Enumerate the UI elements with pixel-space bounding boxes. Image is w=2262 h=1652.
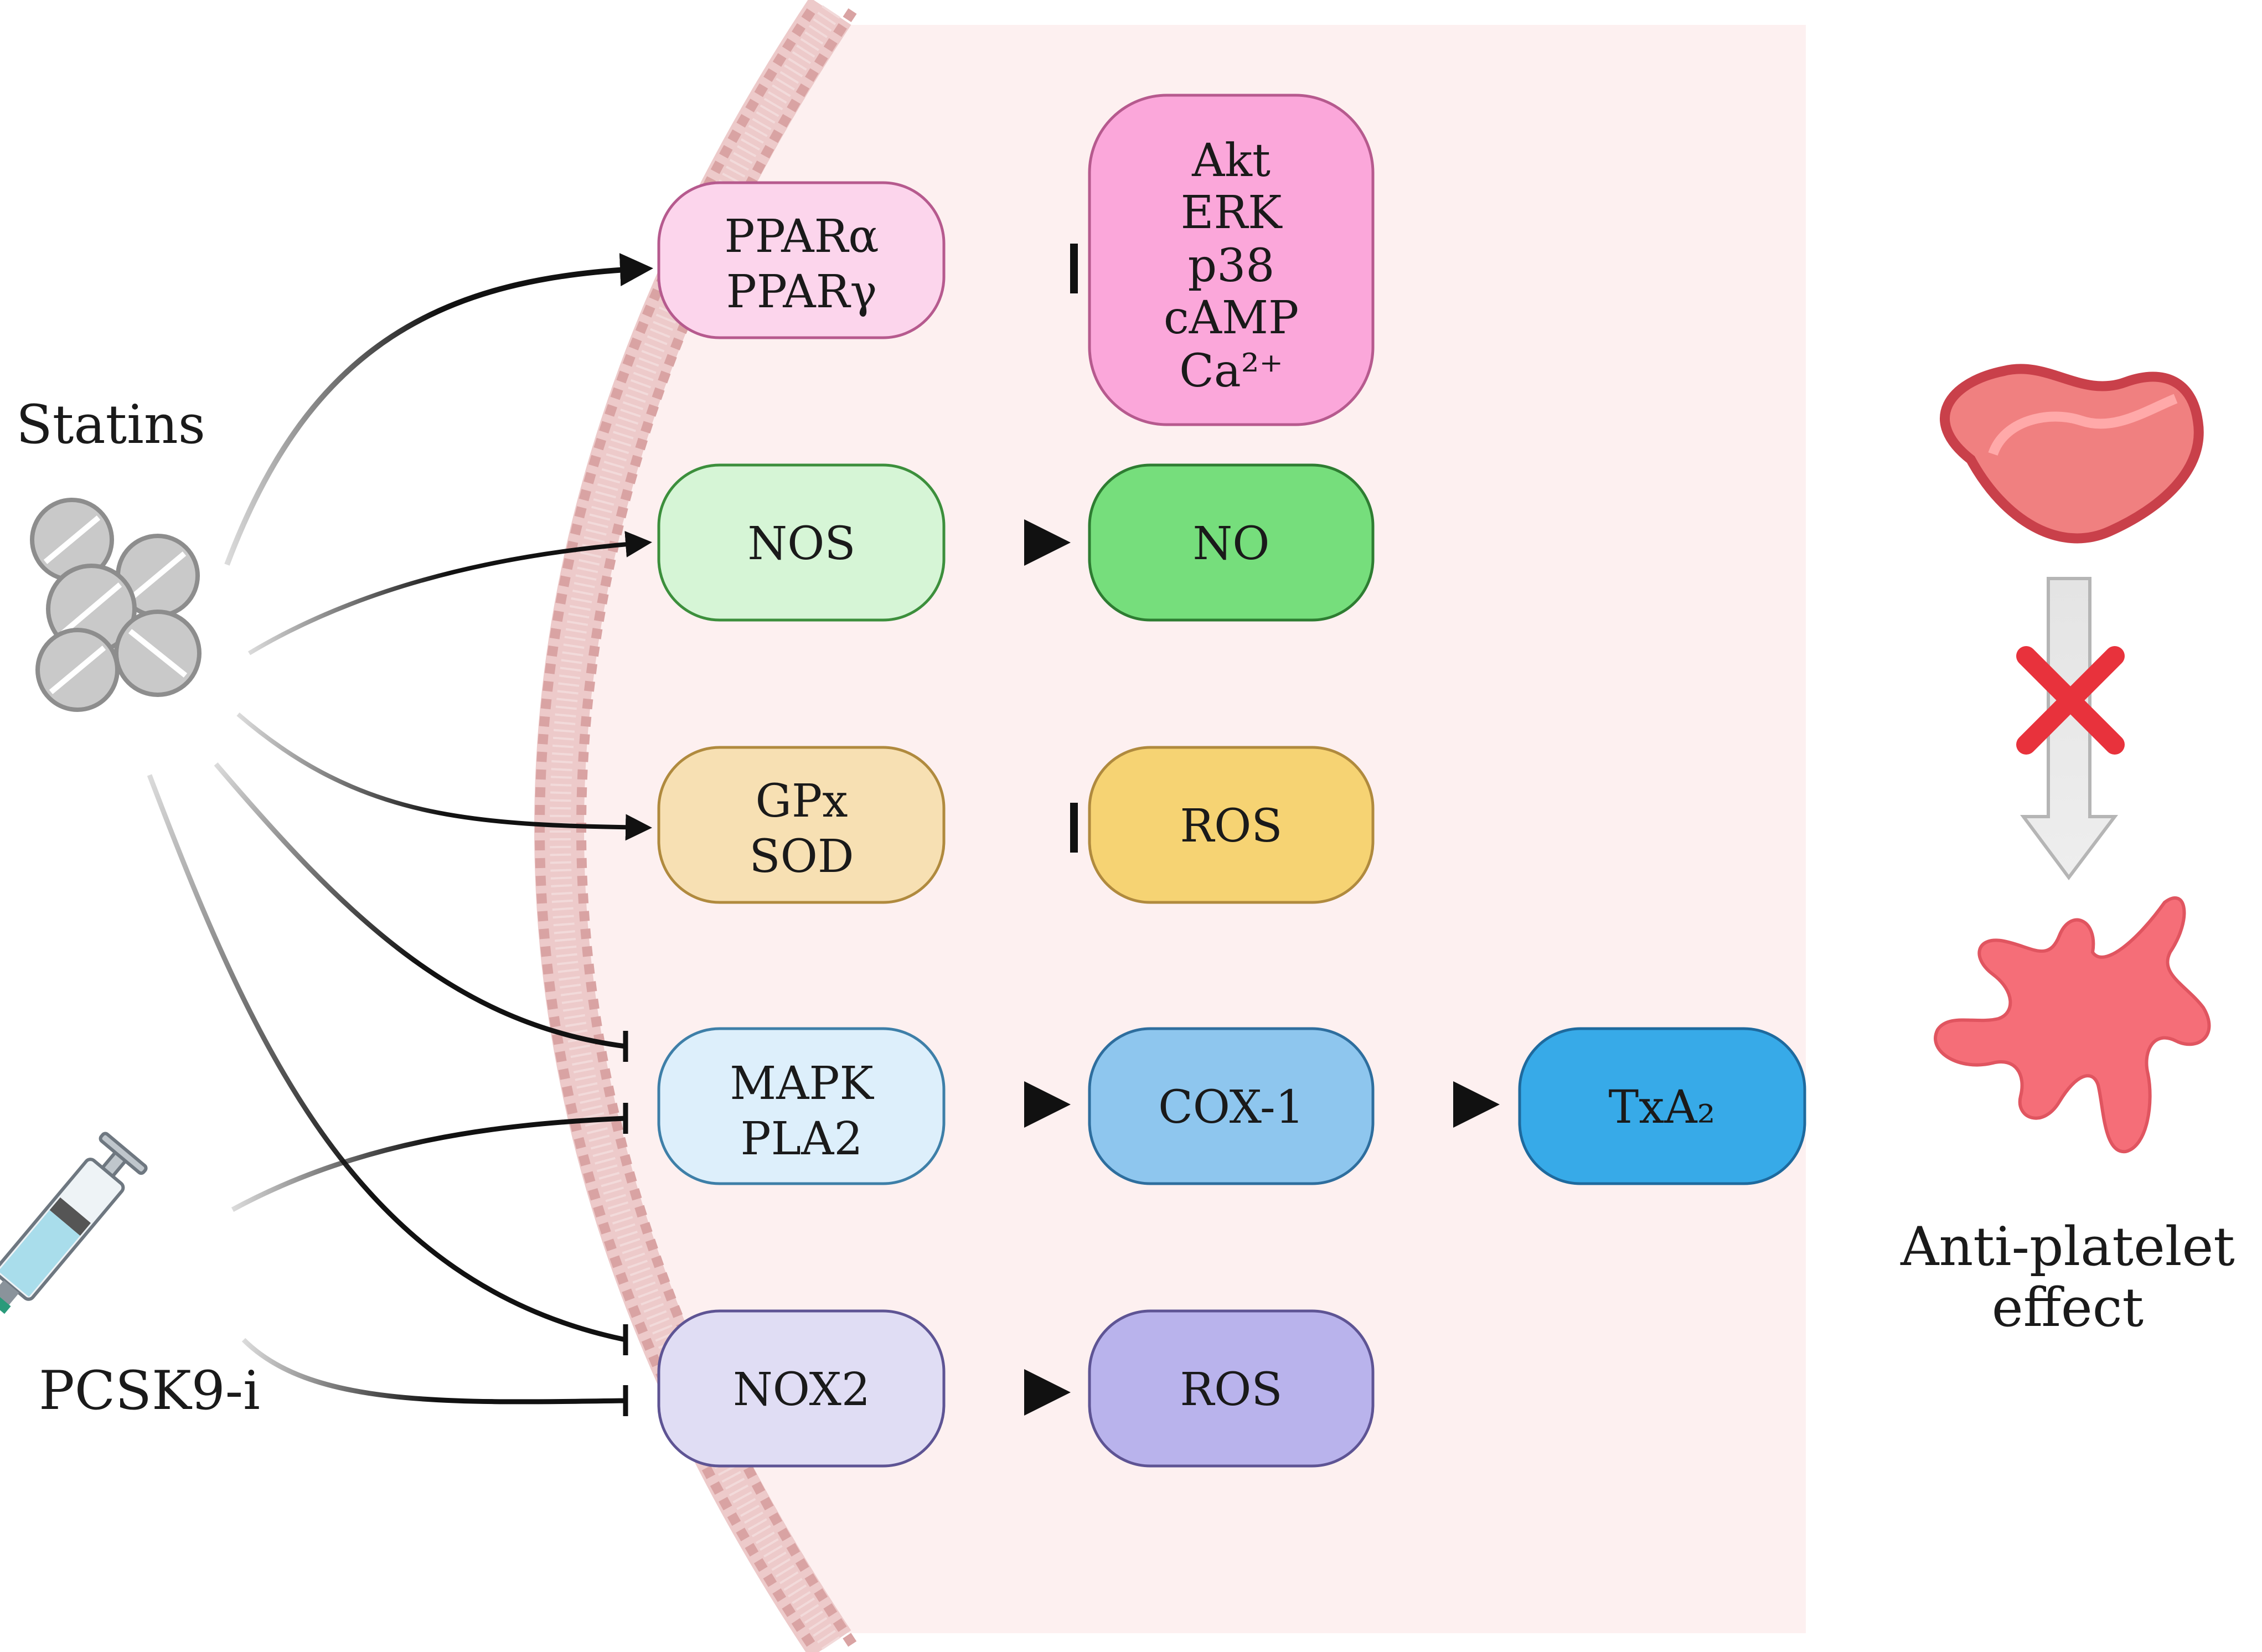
statins-inhibit-mapk bbox=[214, 762, 626, 1049]
pcsk9-inhibit-mapk bbox=[231, 1116, 626, 1212]
effect-label-line-2: effect bbox=[1992, 1277, 2144, 1339]
node-no bbox=[1088, 463, 1375, 622]
node-nox2 bbox=[657, 1309, 946, 1468]
node-txa2 bbox=[1518, 1027, 1806, 1185]
node-nox2-line-1: NOX2 bbox=[733, 1364, 870, 1416]
cross-icon bbox=[2016, 646, 2125, 755]
node-ros-2-line-1: ROS bbox=[1180, 1364, 1282, 1416]
node-txa2-line-1: TxA₂ bbox=[1608, 1081, 1715, 1134]
node-akt-line-2: ERK bbox=[1181, 187, 1283, 239]
resting-platelet-icon bbox=[1940, 364, 2204, 544]
node-akt-line-3: p38 bbox=[1188, 240, 1275, 292]
node-ppar-line-2: PPARγ bbox=[726, 266, 877, 318]
node-gpx-line-2: SOD bbox=[749, 830, 854, 883]
node-ppar-line-1: PPARα bbox=[724, 210, 879, 263]
node-mapk-line-1: MAPK bbox=[730, 1057, 874, 1110]
node-nos bbox=[657, 463, 946, 622]
activated-platelet-icon bbox=[1934, 896, 2211, 1154]
node-akt-line-5: Ca²⁺ bbox=[1179, 345, 1283, 397]
gpx-inhibits-ros bbox=[947, 803, 1078, 853]
ppar-inhibits-akt bbox=[947, 244, 1078, 293]
statins-pills-icon bbox=[30, 498, 202, 712]
node-mapk bbox=[657, 1027, 946, 1185]
statins-inhibit-nox bbox=[147, 774, 626, 1343]
statins-to-ppar-arrow bbox=[224, 253, 653, 566]
node-ppar bbox=[657, 181, 946, 339]
node-ros-1 bbox=[1088, 746, 1375, 904]
effect-label-line-1: Anti-platelet bbox=[1900, 1216, 2235, 1278]
pcsk9-inhibit-nox bbox=[241, 1338, 626, 1405]
node-ros-2 bbox=[1088, 1309, 1375, 1468]
node-cox1-line-1: COX-1 bbox=[1158, 1081, 1304, 1134]
statins-to-gpx-arrow bbox=[236, 712, 652, 841]
statins-label: Statins bbox=[16, 394, 205, 456]
drug-connections bbox=[147, 253, 653, 1416]
node-no-line-1: NO bbox=[1193, 518, 1270, 570]
node-akt-group bbox=[1088, 94, 1375, 426]
node-cox1 bbox=[1088, 1027, 1375, 1185]
node-gpx-line-1: GPx bbox=[756, 775, 848, 828]
pcsk9-label: PCSK9-i bbox=[39, 1360, 260, 1422]
syringe-icon bbox=[0, 1132, 148, 1348]
node-gpx bbox=[657, 746, 946, 904]
node-ros-1-line-1: ROS bbox=[1180, 800, 1282, 853]
node-nos-line-1: NOS bbox=[747, 518, 855, 570]
node-akt-line-4: cAMP bbox=[1164, 292, 1299, 344]
blocked-activation-arrow bbox=[2020, 577, 2119, 881]
node-mapk-line-2: PLA2 bbox=[740, 1113, 863, 1165]
node-akt-line-1: Akt bbox=[1191, 135, 1271, 187]
platelet-highlight bbox=[1988, 394, 2178, 456]
statins-to-nos-arrow bbox=[247, 531, 652, 655]
